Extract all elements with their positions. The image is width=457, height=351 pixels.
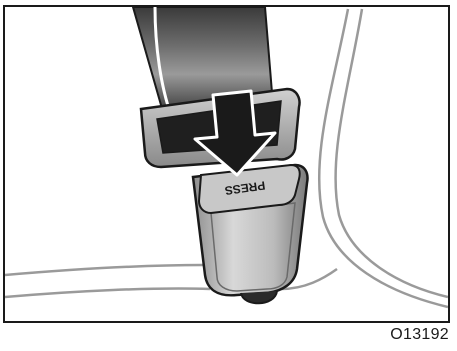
- figure-code: O13192: [390, 326, 449, 344]
- buckle-drawing: PRESS: [5, 7, 448, 321]
- illustration-frame: PRESS: [3, 5, 450, 323]
